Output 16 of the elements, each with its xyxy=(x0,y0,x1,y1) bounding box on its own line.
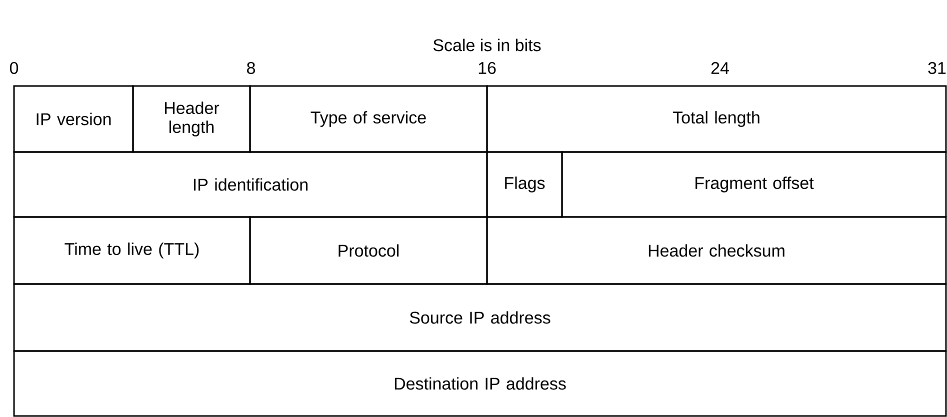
field-cell: IP version xyxy=(13,85,134,153)
field-cell: Flags xyxy=(486,151,563,218)
scale-number: 16 xyxy=(478,62,496,74)
field-cell: Header length xyxy=(132,85,251,153)
scale-number: 0 xyxy=(10,62,18,74)
field-cell: Protocol xyxy=(249,216,488,285)
field-cell: Destination IP address xyxy=(13,350,947,417)
field-cell: IP identification xyxy=(13,151,488,218)
field-cell: Source IP address xyxy=(13,283,947,352)
scale-number: 8 xyxy=(247,62,255,74)
title: Scale is in bits xyxy=(433,38,541,52)
field-cell: Fragment offset xyxy=(561,151,947,218)
field-cell: Total length xyxy=(486,85,947,153)
field-cell: Type of service xyxy=(249,85,488,153)
field-cell: Header checksum xyxy=(486,216,947,285)
field-cell: Time to live (TTL) xyxy=(13,216,251,285)
